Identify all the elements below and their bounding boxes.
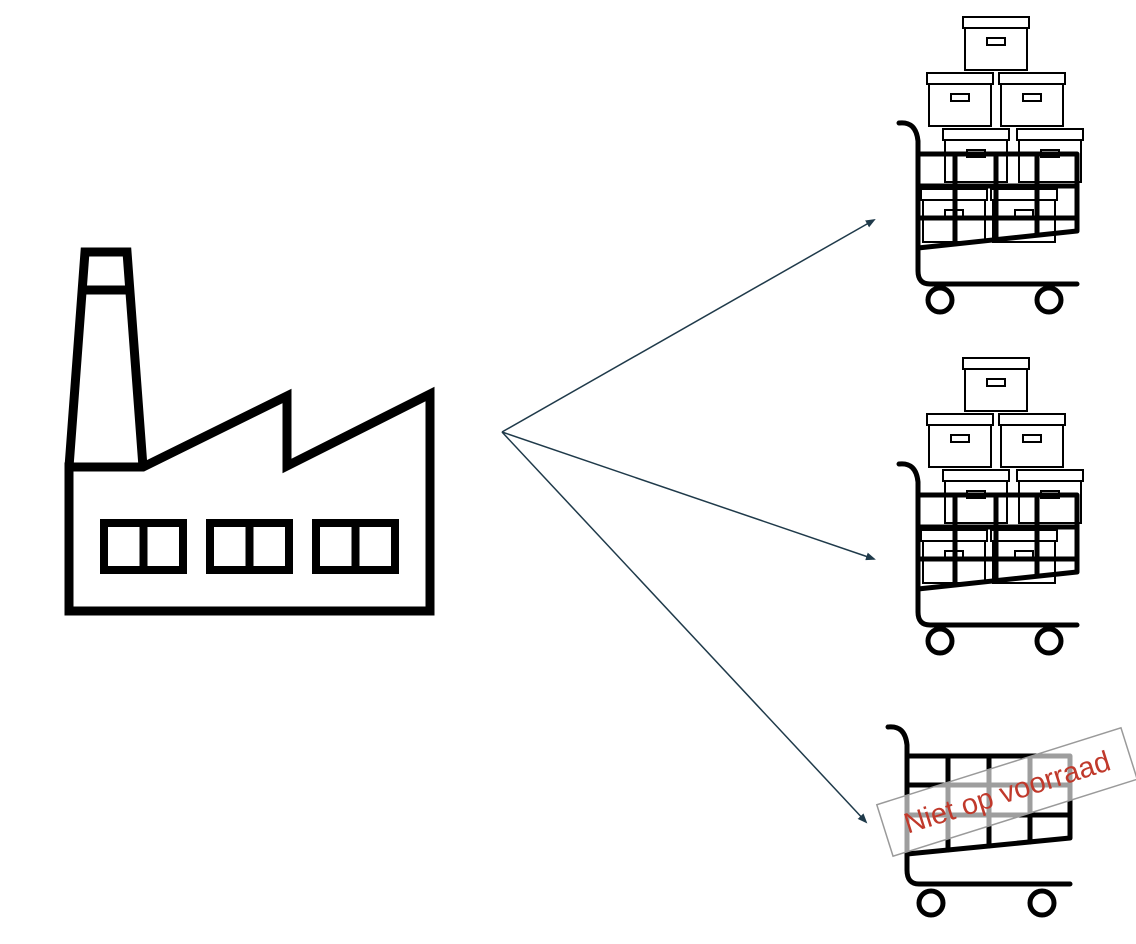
arrow-to-cart-1 (501, 219, 876, 433)
factory-icon (64, 247, 435, 616)
out-of-stock-stamp: Niet op voorraad (875, 726, 1136, 858)
arrow-to-cart-3 (501, 431, 868, 824)
shopping-cart-with-boxes-icon (899, 358, 1083, 653)
arrow-to-cart-2 (501, 431, 876, 561)
shopping-cart-with-boxes-icon (899, 17, 1083, 312)
